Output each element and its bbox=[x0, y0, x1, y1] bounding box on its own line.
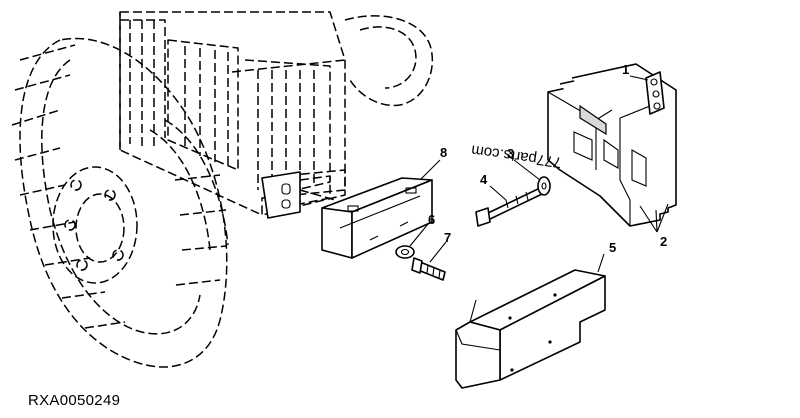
part-1-lock-strap bbox=[645, 71, 665, 115]
leader-1 bbox=[629, 75, 649, 81]
callout-7: 7 bbox=[444, 230, 451, 245]
leader-7 bbox=[429, 241, 447, 263]
part-4-long-bolt bbox=[475, 187, 543, 227]
leader-5 bbox=[597, 253, 605, 273]
part-5-front-weight bbox=[455, 269, 606, 389]
figure-id: RXA0050249 bbox=[28, 392, 121, 409]
leader-6 bbox=[409, 223, 429, 247]
callouts: 1 2 3 4 5 6 7 8 bbox=[428, 62, 667, 255]
part-7-bolt bbox=[411, 257, 446, 281]
callout-6: 6 bbox=[428, 212, 435, 227]
tractor-outline bbox=[11, 11, 434, 368]
leader-3 bbox=[513, 159, 541, 181]
callout-3: 3 bbox=[507, 146, 514, 161]
part-6-washer bbox=[395, 245, 415, 259]
leader-lines bbox=[409, 75, 669, 273]
front-bracket bbox=[261, 171, 336, 219]
leader-4 bbox=[489, 185, 507, 201]
callout-4: 4 bbox=[480, 172, 488, 187]
callout-5: 5 bbox=[609, 240, 616, 255]
part-3-washer bbox=[537, 176, 551, 196]
callout-1: 1 bbox=[622, 62, 629, 77]
leader-2 bbox=[639, 203, 669, 233]
callout-8: 8 bbox=[440, 145, 447, 160]
callout-2: 2 bbox=[660, 234, 667, 249]
leader-8 bbox=[419, 159, 441, 181]
part-8-starter-weight bbox=[321, 177, 433, 259]
